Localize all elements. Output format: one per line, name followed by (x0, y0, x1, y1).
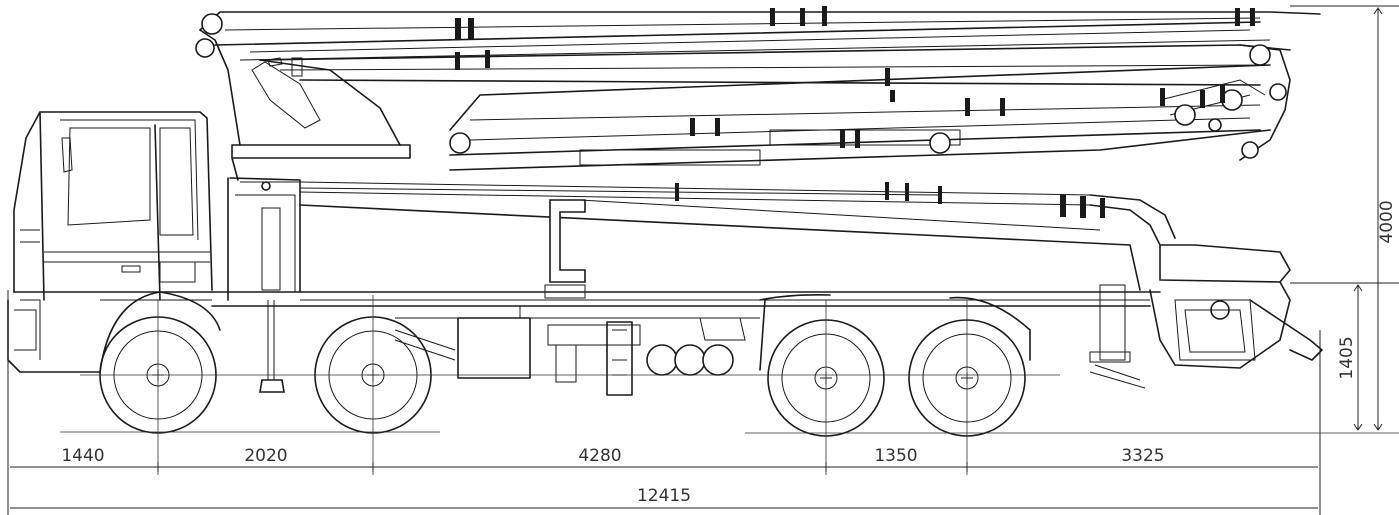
dimension-total-height: 4000 (1377, 200, 1397, 243)
fuel-tank (457, 317, 531, 379)
wheels (99, 316, 1026, 437)
pump-body (227, 177, 1141, 393)
hopper-top (1159, 244, 1291, 283)
dimension-wheelbase-3: 1350 (874, 446, 917, 466)
fenders (99, 291, 1031, 373)
turret-platform (231, 144, 411, 159)
mast-cylinder (251, 61, 321, 129)
dimension-wheelbase-1: 2020 (244, 446, 287, 466)
cab-window (67, 127, 151, 226)
air-tank-2 (674, 344, 706, 376)
underbody-equipment (394, 317, 746, 396)
dimension-overall-length: 12415 (637, 486, 691, 506)
air-tank-1 (646, 344, 678, 376)
outrigger-front (261, 207, 281, 291)
rear-hopper (1089, 244, 1323, 389)
door-handle (121, 265, 141, 273)
dimension-rear-height: 1405 (1337, 336, 1357, 379)
side-mirror (61, 137, 73, 173)
air-tank-3 (702, 344, 734, 376)
dimension-rear-overhang: 3325 (1121, 446, 1164, 466)
battery-box (606, 321, 633, 396)
pipe-clamps (455, 6, 1255, 218)
cab-rear-window (159, 127, 194, 236)
center-lines (60, 295, 1399, 475)
dimension-wheelbase-2: 4280 (578, 446, 621, 466)
center-bracket (549, 199, 586, 283)
truck-cab (7, 111, 213, 373)
boom-turret (199, 29, 411, 181)
dimension-lines (7, 5, 1399, 515)
dimension-front-overhang: 1440 (61, 446, 104, 466)
outrigger-rear (1099, 284, 1126, 361)
chassis-frame (211, 291, 1161, 319)
boom-pins (195, 13, 1287, 320)
